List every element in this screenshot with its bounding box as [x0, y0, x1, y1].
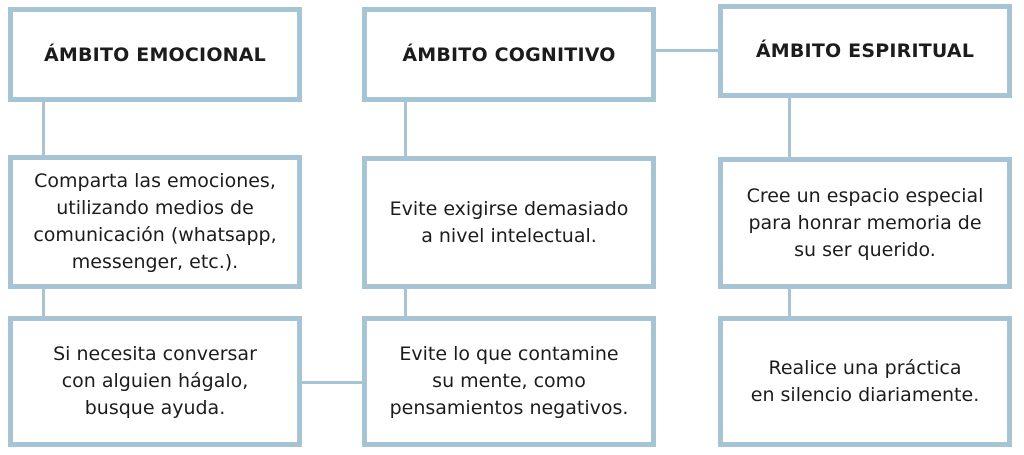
header-ambito-espiritual: ÁMBITO ESPIRITUAL [718, 4, 1012, 98]
card-emocional-2: Si necesita conversar con alguien hágalo… [8, 316, 302, 447]
card-text: Evite exigirse demasiado a nivel intelec… [389, 197, 629, 247]
connector-col1-bottom [42, 286, 45, 318]
connector-col2-top [404, 100, 407, 158]
connector-header-cognitivo-espiritual [654, 49, 722, 52]
card-text: Cree un espacio especial para honrar mem… [746, 184, 984, 261]
header-label: ÁMBITO COGNITIVO [402, 43, 616, 66]
connector-col2-bottom [404, 286, 407, 318]
card-text: Comparta las emociones, utilizando medio… [33, 170, 277, 273]
connector-col1-top [42, 100, 45, 157]
card-cognitivo-2: Evite lo que contamine su mente, como pe… [362, 316, 656, 447]
header-label: ÁMBITO ESPIRITUAL [755, 40, 975, 62]
connector-col3-bottom [788, 286, 791, 318]
connector-emocional-cognitivo-bottom [300, 381, 364, 384]
card-cognitivo-1: Evite exigirse demasiado a nivel intelec… [362, 156, 656, 289]
header-ambito-emocional: ÁMBITO EMOCIONAL [8, 7, 302, 102]
header-label: ÁMBITO EMOCIONAL [43, 43, 266, 66]
header-ambito-cognitivo: ÁMBITO COGNITIVO [362, 7, 656, 102]
card-espiritual-1: Cree un espacio especial para honrar mem… [718, 157, 1012, 289]
card-text: Evite lo que contamine su mente, como pe… [389, 343, 629, 419]
connector-col3-top [788, 96, 791, 159]
card-text: Si necesita conversar con alguien hágalo… [53, 343, 257, 419]
card-emocional-1: Comparta las emociones, utilizando medio… [8, 155, 302, 289]
card-text: Realice una práctica en silencio diariam… [750, 356, 980, 406]
card-espiritual-2: Realice una práctica en silencio diariam… [718, 316, 1012, 447]
